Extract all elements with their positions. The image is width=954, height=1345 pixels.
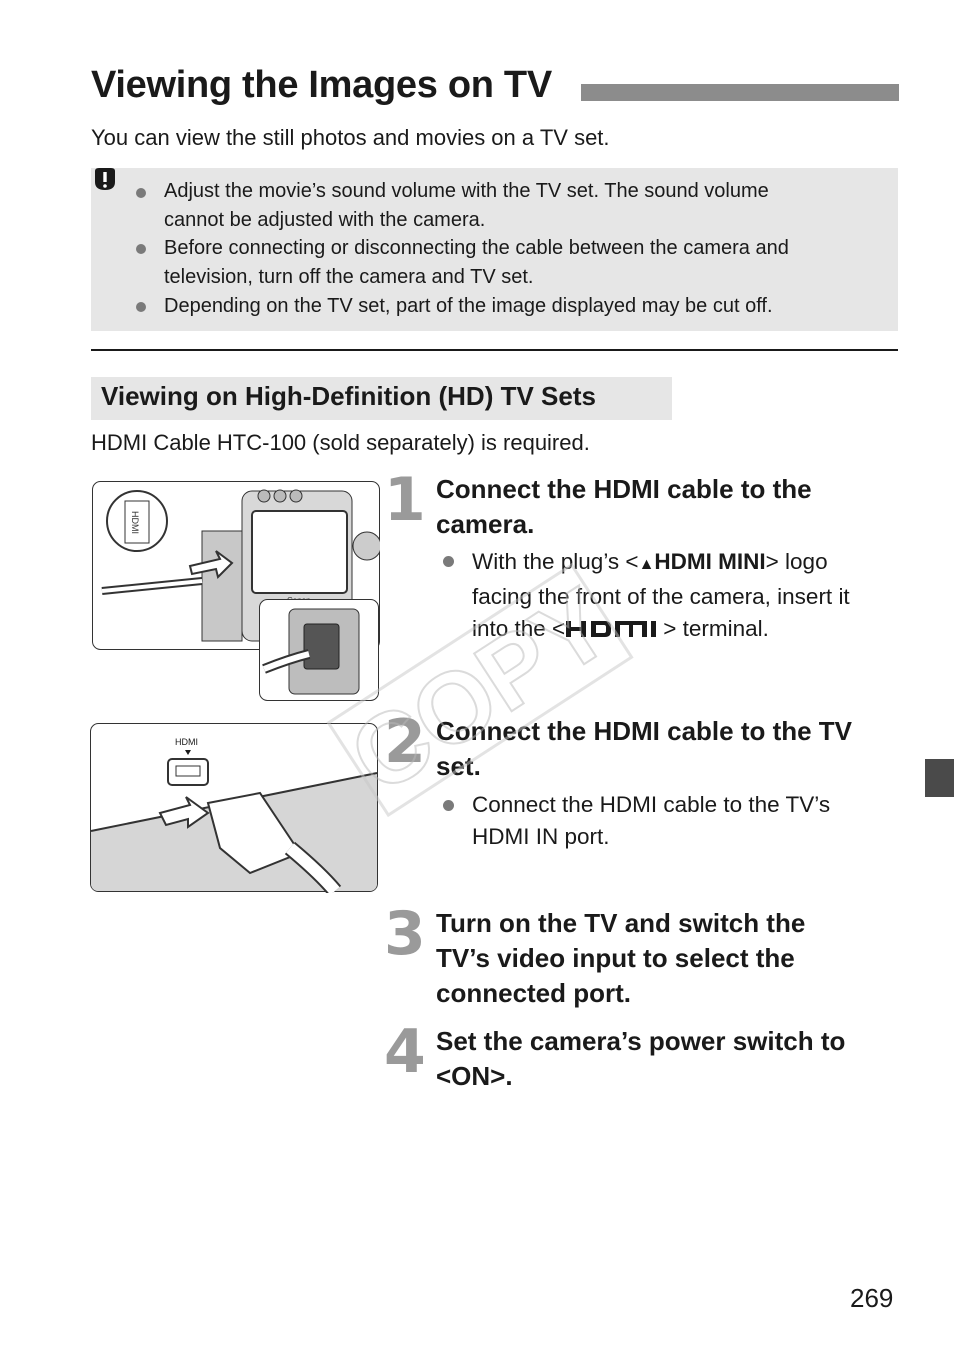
page-title: Viewing the Images on TV bbox=[91, 64, 552, 106]
step-number: 2 bbox=[384, 707, 426, 777]
page-number: 269 bbox=[850, 1283, 894, 1313]
intro-text: You can view the still photos and movies… bbox=[91, 125, 610, 150]
bullet-icon bbox=[443, 800, 454, 811]
step-number: 4 bbox=[384, 1017, 426, 1087]
arrow-icon bbox=[158, 796, 210, 829]
step-heading: Set the camera’s power switch to <ON>. bbox=[436, 1026, 846, 1091]
chapter-tab bbox=[925, 759, 954, 797]
step-bullet-text: With the plug’s <▲HDMI MINI> logo facing… bbox=[472, 549, 850, 641]
step-number: 3 bbox=[384, 899, 426, 969]
title-decor-bar bbox=[581, 84, 899, 101]
step-bullet-text: Connect the HDMI cable to the TV’s HDMI … bbox=[472, 792, 831, 849]
bullet-icon bbox=[443, 556, 454, 567]
bullet-icon bbox=[136, 302, 146, 312]
step-heading: Turn on the TV and switch the TV’s video… bbox=[436, 908, 806, 1008]
caution-line: television, turn off the camera and TV s… bbox=[164, 266, 534, 288]
step-number: 1 bbox=[384, 465, 426, 535]
hdmi-port-label: HDMI bbox=[175, 737, 198, 747]
hdmi-label: HDMI bbox=[130, 511, 140, 534]
triangle-icon: ▲ bbox=[638, 556, 655, 573]
requirement-text: HDMI Cable HTC-100 (sold separately) is … bbox=[91, 430, 590, 455]
section-title: Viewing on High-Definition (HD) TV Sets bbox=[101, 381, 596, 411]
port-detail-illustration bbox=[259, 599, 379, 701]
caution-line: Adjust the movie’s sound volume with the… bbox=[164, 180, 769, 202]
hdmi-logo-icon bbox=[566, 621, 657, 637]
bullet-icon bbox=[136, 188, 146, 198]
tv-port-illustration: HDMI bbox=[90, 723, 378, 893]
divider bbox=[91, 349, 898, 351]
step-heading: Connect the HDMI cable to the TV set. bbox=[436, 716, 853, 781]
section-header-box bbox=[91, 377, 672, 420]
caution-box: Adjust the movie’s sound volume with the… bbox=[91, 168, 898, 331]
step-heading: Connect the HDMI cable to the camera. bbox=[436, 474, 812, 539]
bullet-icon bbox=[136, 244, 146, 254]
caution-line: Before connecting or disconnecting the c… bbox=[164, 237, 789, 259]
caution-line: cannot be adjusted with the camera. bbox=[164, 209, 486, 231]
copy-watermark: COPY bbox=[326, 562, 634, 818]
svg-text:COPY: COPY bbox=[331, 567, 630, 815]
down-arrow-icon bbox=[185, 750, 191, 755]
caution-icon bbox=[95, 168, 115, 190]
caution-line: Depending on the TV set, part of the ima… bbox=[164, 295, 773, 317]
